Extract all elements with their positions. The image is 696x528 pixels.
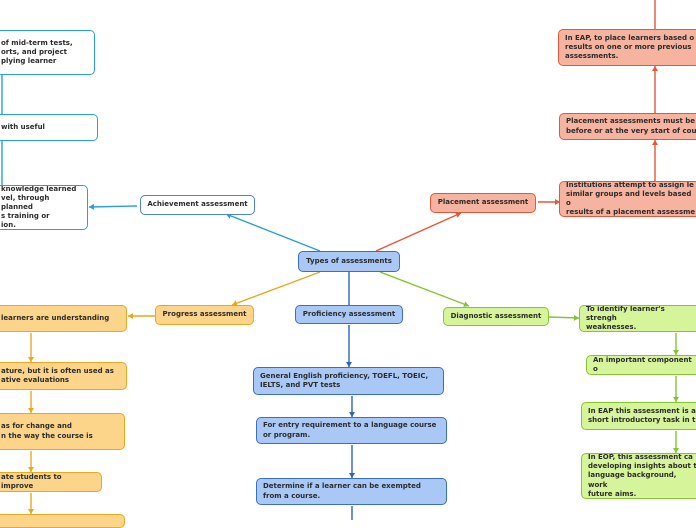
- proficiency-note-3[interactable]: Determine if a learner can be exempted f…: [256, 478, 447, 505]
- proficiency-arrowhead-18: [349, 412, 355, 417]
- progress-arrowhead-16: [28, 509, 34, 514]
- diagnostic-note-1[interactable]: To identify learner's strengh weaknesses…: [579, 305, 696, 332]
- progress-note-5[interactable]: [0, 514, 125, 528]
- progress-note-1[interactable]: learners are understanding: [0, 305, 127, 332]
- progress-note-2[interactable]: ature, but it is often used as ative eva…: [0, 362, 127, 390]
- progress-note-4[interactable]: ate students to improve: [0, 472, 102, 492]
- placement-arrowhead-2: [455, 212, 461, 218]
- proficiency-arrowhead-19: [349, 473, 355, 478]
- achievement-note-3[interactable]: knowledge learned vel, through planned s…: [0, 185, 88, 230]
- diagnostic-connector-21: [548, 316, 580, 319]
- progress-connector-3: [231, 271, 321, 306]
- placement-note-2[interactable]: Placement assessments must be before or …: [559, 113, 696, 140]
- diagnostic-arrowhead-4: [463, 301, 469, 308]
- achievement-note-2[interactable]: with useful: [0, 114, 98, 141]
- diagnostic-connector-4: [379, 271, 470, 307]
- proficiency-assessment-node[interactable]: Proficiency assessment: [295, 305, 403, 324]
- proficiency-note-2[interactable]: For entry requirement to a language cour…: [256, 417, 447, 444]
- progress-arrowhead-15: [28, 467, 34, 472]
- diagnostic-arrowhead-24: [673, 448, 679, 453]
- diagnostic-note-2[interactable]: An important component o: [586, 355, 696, 375]
- diagnostic-arrowhead-22: [673, 350, 679, 355]
- achievement-connector-5: [88, 205, 138, 208]
- diagnostic-arrowhead-21: [573, 314, 579, 321]
- achievement-note-1[interactable]: of mid-term tests, orts, and project ply…: [0, 30, 95, 75]
- progress-arrowhead-13: [28, 357, 34, 362]
- diagnostic-assessment-node[interactable]: Diagnostic assessment: [443, 307, 549, 326]
- progress-note-3[interactable]: as for change and n the way the course i…: [0, 413, 125, 450]
- root-node[interactable]: Types of assessments: [298, 251, 400, 272]
- progress-arrowhead-12: [128, 313, 133, 319]
- diagnostic-note-3[interactable]: In EAP this assessment is a short introd…: [581, 402, 696, 430]
- proficiency-arrowhead-17: [346, 362, 352, 367]
- placement-note-3[interactable]: In EAP, to place learners based o result…: [558, 29, 696, 66]
- progress-arrowhead-14: [28, 408, 34, 413]
- achievement-connector-1: [225, 213, 321, 252]
- proficiency-note-1[interactable]: General English proficiency, TOEFL, TOEI…: [253, 367, 444, 395]
- achievement-arrowhead-5: [89, 203, 95, 210]
- placement-note-1[interactable]: Institutions attempt to assign le simila…: [559, 181, 696, 217]
- achievement-assessment-node[interactable]: Achievement assessment: [140, 195, 255, 215]
- placement-assessment-node[interactable]: Placement assessment: [430, 193, 536, 213]
- placement-arrowhead-10: [652, 66, 658, 71]
- placement-arrowhead-8: [555, 199, 560, 205]
- progress-assessment-node[interactable]: Progress assessment: [155, 305, 254, 325]
- placement-arrowhead-9: [652, 140, 658, 145]
- progress-arrowhead-3: [232, 300, 238, 307]
- diagnostic-arrowhead-23: [673, 397, 679, 402]
- placement-connector-2: [375, 212, 462, 252]
- diagnostic-note-4[interactable]: In EOP, this assessment ca developing in…: [581, 453, 696, 499]
